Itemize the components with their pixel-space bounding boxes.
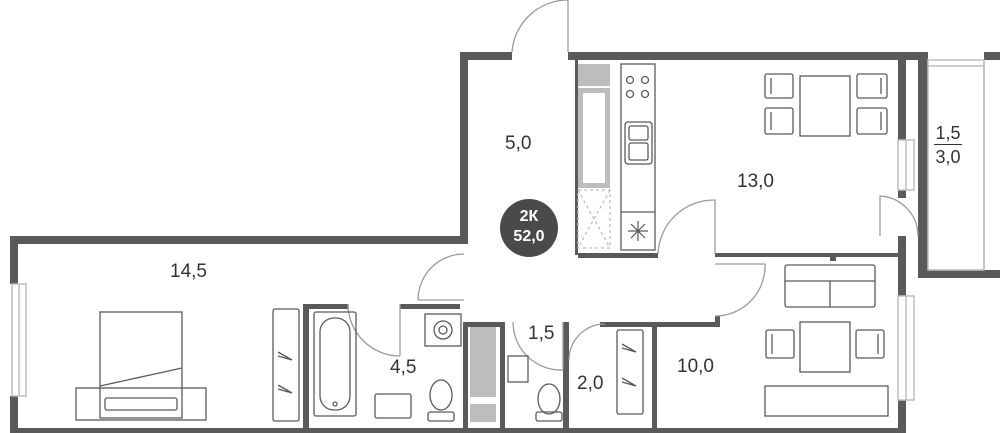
room-area-closet: 2,0	[577, 373, 604, 394]
room-area-hall: 5,0	[505, 133, 532, 154]
door-swings	[347, 0, 919, 371]
room-area-bedroom: 14,5	[170, 261, 207, 282]
walls	[10, 52, 1000, 433]
bathroom-fixtures	[313, 311, 462, 422]
apartment-badge: 2К 52,0	[500, 199, 558, 257]
apartment-total-area: 52,0	[513, 228, 545, 245]
room-area-wc: 1,5	[528, 323, 555, 344]
room-area-living: 10,0	[677, 356, 714, 377]
living-furniture	[616, 264, 889, 417]
balcony-area-total: 3,0	[935, 147, 961, 167]
kitchen-furniture	[577, 63, 888, 251]
windows	[11, 59, 985, 401]
wc-fixtures	[470, 327, 563, 422]
balcony-area-effective: 1,5	[934, 123, 962, 145]
apartment-type: 2К	[519, 208, 539, 225]
bedroom-furniture	[75, 308, 300, 422]
balcony-area: 1,5 3,0	[928, 124, 968, 166]
room-area-kitchen: 13,0	[737, 171, 774, 192]
room-area-bathroom: 4,5	[390, 357, 417, 378]
